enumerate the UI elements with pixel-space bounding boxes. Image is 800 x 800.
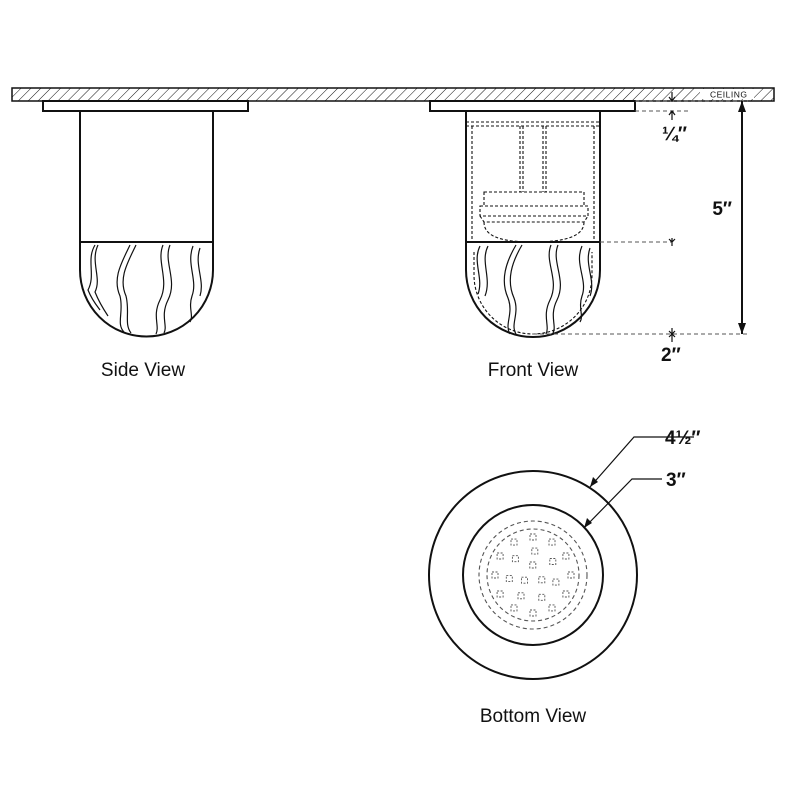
led-square — [531, 547, 539, 555]
led-square — [538, 576, 546, 584]
led-square — [548, 604, 556, 612]
led-square — [496, 590, 504, 598]
side-view: Side View — [42, 100, 249, 381]
led-square — [562, 552, 570, 560]
led-square — [517, 592, 525, 600]
led-square — [529, 561, 537, 569]
front-view: Front View — [429, 100, 636, 381]
led-square — [529, 609, 537, 617]
side-view-label: Side View — [101, 360, 185, 381]
led-square — [491, 571, 499, 579]
dome-height-dim: 2″ — [661, 345, 681, 366]
ceiling-label: CEILING — [710, 90, 748, 100]
side-dome-waves — [87, 244, 202, 335]
led-square — [552, 578, 560, 586]
side-dome — [79, 241, 214, 338]
outer-ring — [428, 470, 638, 680]
led-square — [496, 552, 504, 560]
led-square — [511, 555, 519, 563]
front-cylinder — [465, 111, 601, 242]
led-square — [521, 576, 528, 584]
front-canopy — [429, 100, 636, 112]
front-hidden-internals — [466, 121, 600, 335]
ceiling-hatch — [11, 87, 775, 102]
overall-height-dim: 5″ — [712, 199, 732, 220]
bottom-view-label: Bottom View — [480, 706, 587, 727]
led-square — [505, 575, 513, 583]
ceiling-label-bg — [700, 89, 754, 99]
led-square — [562, 590, 570, 598]
front-view-label: Front View — [488, 360, 579, 381]
quarter-arrow-top — [668, 92, 676, 102]
led-square — [548, 538, 556, 546]
outer-diameter-arrow — [590, 477, 598, 487]
led-square — [538, 593, 546, 601]
side-canopy — [42, 100, 249, 112]
inner-diameter-dim: 3″ — [666, 470, 686, 491]
inner-diameter-leader — [583, 478, 662, 529]
bottom-view: 4½″ 3″ Bottom View — [428, 428, 701, 727]
front-dimensions: ¼″ 5″ 2″ — [533, 92, 750, 366]
led-square — [529, 533, 537, 541]
canopy-gap-dim: ¼″ — [662, 124, 687, 145]
front-dome — [465, 241, 601, 338]
dome-arrow-bottom — [668, 328, 676, 342]
ceiling: CEILING — [11, 87, 775, 102]
outer-diameter-dim: 4½″ — [665, 428, 701, 449]
side-cylinder — [79, 111, 214, 242]
led-square — [510, 604, 518, 612]
quarter-arrow-bottom — [668, 110, 676, 120]
front-dome-waves — [476, 244, 593, 335]
hidden-ring-inner — [486, 528, 580, 622]
inner-diameter-arrow — [584, 518, 592, 528]
led-square — [549, 558, 557, 565]
outer-diameter-leader — [589, 436, 694, 488]
dome-arrow-top — [668, 238, 676, 246]
inner-ring — [462, 504, 604, 646]
led-square — [567, 571, 575, 579]
led-square — [510, 538, 518, 546]
led-array — [491, 533, 575, 617]
hidden-ring-outer — [478, 520, 588, 630]
